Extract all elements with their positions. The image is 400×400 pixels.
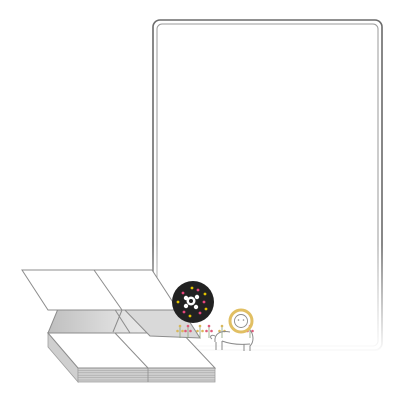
sprig <box>184 324 192 338</box>
badge-dot <box>188 314 192 318</box>
badge-dot <box>196 288 200 292</box>
stack-top-divider <box>114 332 149 369</box>
badge-dot <box>193 304 199 310</box>
badge-dot <box>204 307 208 311</box>
sprig <box>205 324 213 338</box>
lion-icon <box>210 308 254 351</box>
badge-dot <box>194 294 200 300</box>
badge-dot <box>198 311 202 315</box>
badge-dot <box>176 300 180 304</box>
badge-dot <box>203 292 207 296</box>
flower-badge-icon <box>172 281 214 323</box>
badge-dot <box>181 291 185 295</box>
open-sheet-divider <box>93 269 123 311</box>
badge-dot <box>202 300 206 304</box>
sample-print <box>172 281 254 351</box>
sprig <box>196 324 204 338</box>
badge-dot <box>183 303 189 309</box>
badge-dot <box>182 310 186 314</box>
open-sheet-divider-2 <box>112 309 123 333</box>
stack-layer-lines <box>78 370 215 381</box>
badge-dot <box>190 286 194 290</box>
open-sheet <box>21 269 179 311</box>
sprig <box>176 324 184 338</box>
label-sheet-stack <box>21 269 217 384</box>
